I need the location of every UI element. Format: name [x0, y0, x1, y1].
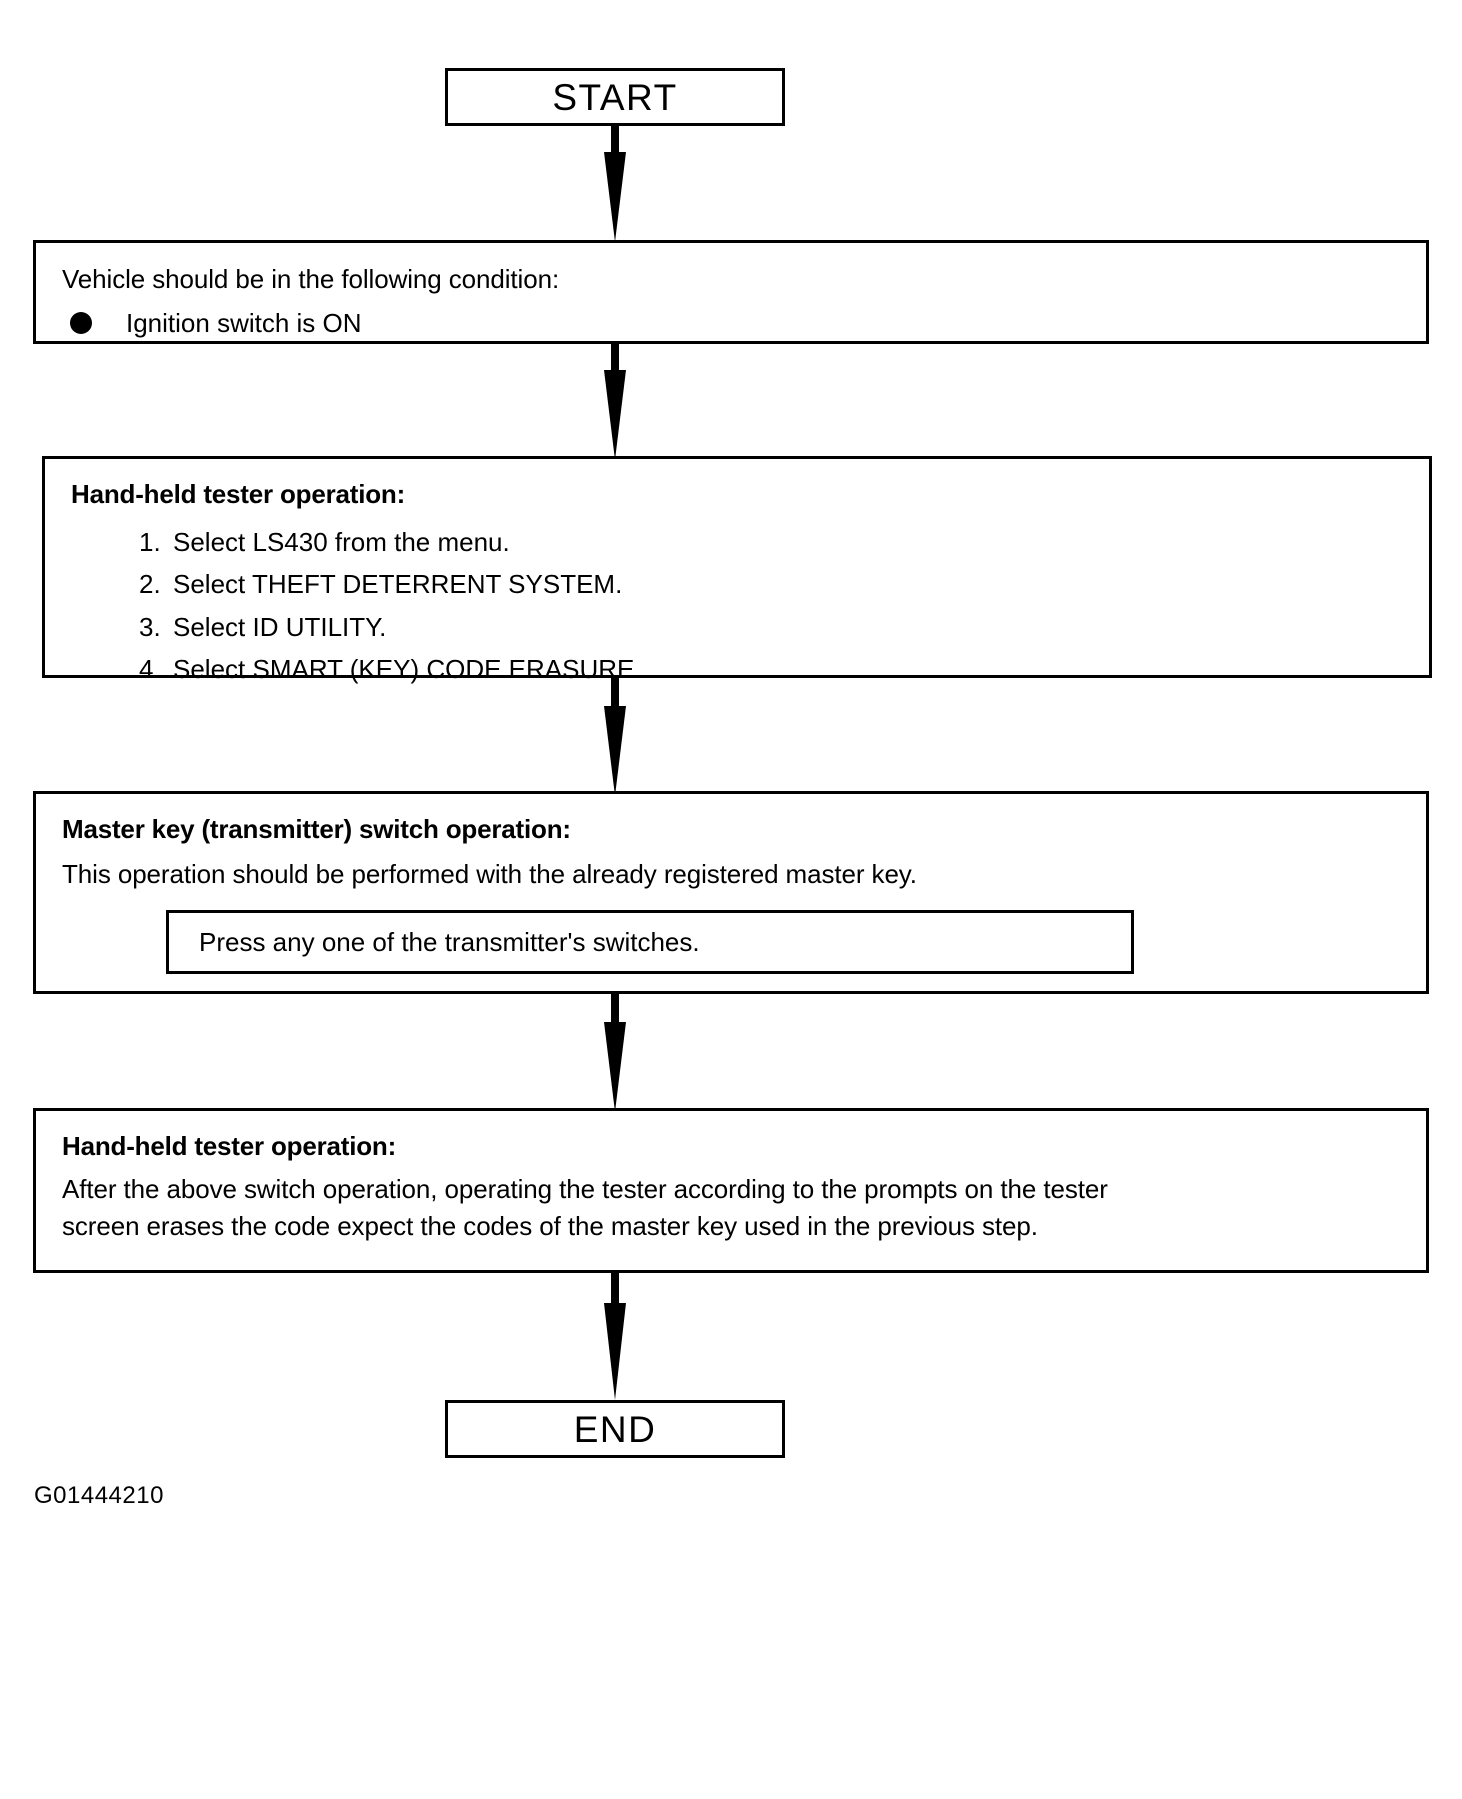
tester-menu-step: 2. Select THEFT DETERRENT SYSTEM.	[71, 563, 1403, 605]
connector-condition-to-tester-menu	[598, 344, 632, 460]
connector-tester-erase-to-end	[598, 1273, 632, 1400]
master-key-title: Master key (transmitter) switch operatio…	[62, 814, 571, 844]
node-vehicle-condition: Vehicle should be in the following condi…	[33, 240, 1429, 344]
connector-start-to-condition	[598, 126, 632, 242]
master-key-inner-label: Press any one of the transmitter's switc…	[199, 927, 700, 957]
vehicle-condition-bullet-label: Ignition switch is ON	[126, 307, 362, 338]
tester-erase-title: Hand-held tester operation:	[62, 1131, 397, 1161]
tester-menu-step: 3. Select ID UTILITY.	[71, 606, 1403, 648]
step-index: 3.	[139, 611, 161, 642]
tester-menu-title: Hand-held tester operation:	[71, 479, 406, 509]
vehicle-condition-text: Vehicle should be in the following condi…	[62, 264, 560, 294]
step-index: 1.	[139, 527, 161, 558]
filled-circle-icon	[70, 311, 92, 334]
start-terminal: START	[445, 68, 785, 126]
vehicle-condition-bullet-row: Ignition switch is ON	[62, 310, 1400, 336]
tester-erase-line-2: screen erases the code expect the codes …	[62, 1211, 1038, 1242]
end-terminal: END	[445, 1400, 785, 1458]
tester-menu-step: 4. Select SMART (KEY) CODE ERASURE.	[71, 648, 1403, 690]
step-text: Select SMART (KEY) CODE ERASURE.	[173, 653, 642, 684]
end-label: END	[573, 1408, 657, 1450]
node-master-key-inner: Press any one of the transmitter's switc…	[166, 910, 1134, 974]
tester-erase-line-1: After the above switch operation, operat…	[62, 1174, 1108, 1205]
step-text: Select ID UTILITY.	[173, 611, 387, 642]
step-text: Select LS430 from the menu.	[173, 527, 510, 558]
step-index: 4.	[139, 653, 161, 684]
node-tester-erase: Hand-held tester operation: After the ab…	[33, 1108, 1429, 1273]
figure-caption: G01444210	[34, 1482, 164, 1509]
tester-menu-steps: 1. Select LS430 from the menu. 2. Select…	[71, 521, 1403, 689]
tester-menu-step: 1. Select LS430 from the menu.	[71, 521, 1403, 563]
step-index: 2.	[139, 569, 161, 600]
connector-master-key-to-tester-erase	[598, 994, 632, 1112]
step-text: Select THEFT DETERRENT SYSTEM.	[173, 569, 623, 600]
connector-tester-menu-to-master-key	[598, 678, 632, 796]
node-tester-menu: Hand-held tester operation: 1. Select LS…	[42, 456, 1432, 684]
start-label: START	[552, 76, 678, 118]
master-key-text: This operation should be performed with …	[62, 859, 917, 890]
